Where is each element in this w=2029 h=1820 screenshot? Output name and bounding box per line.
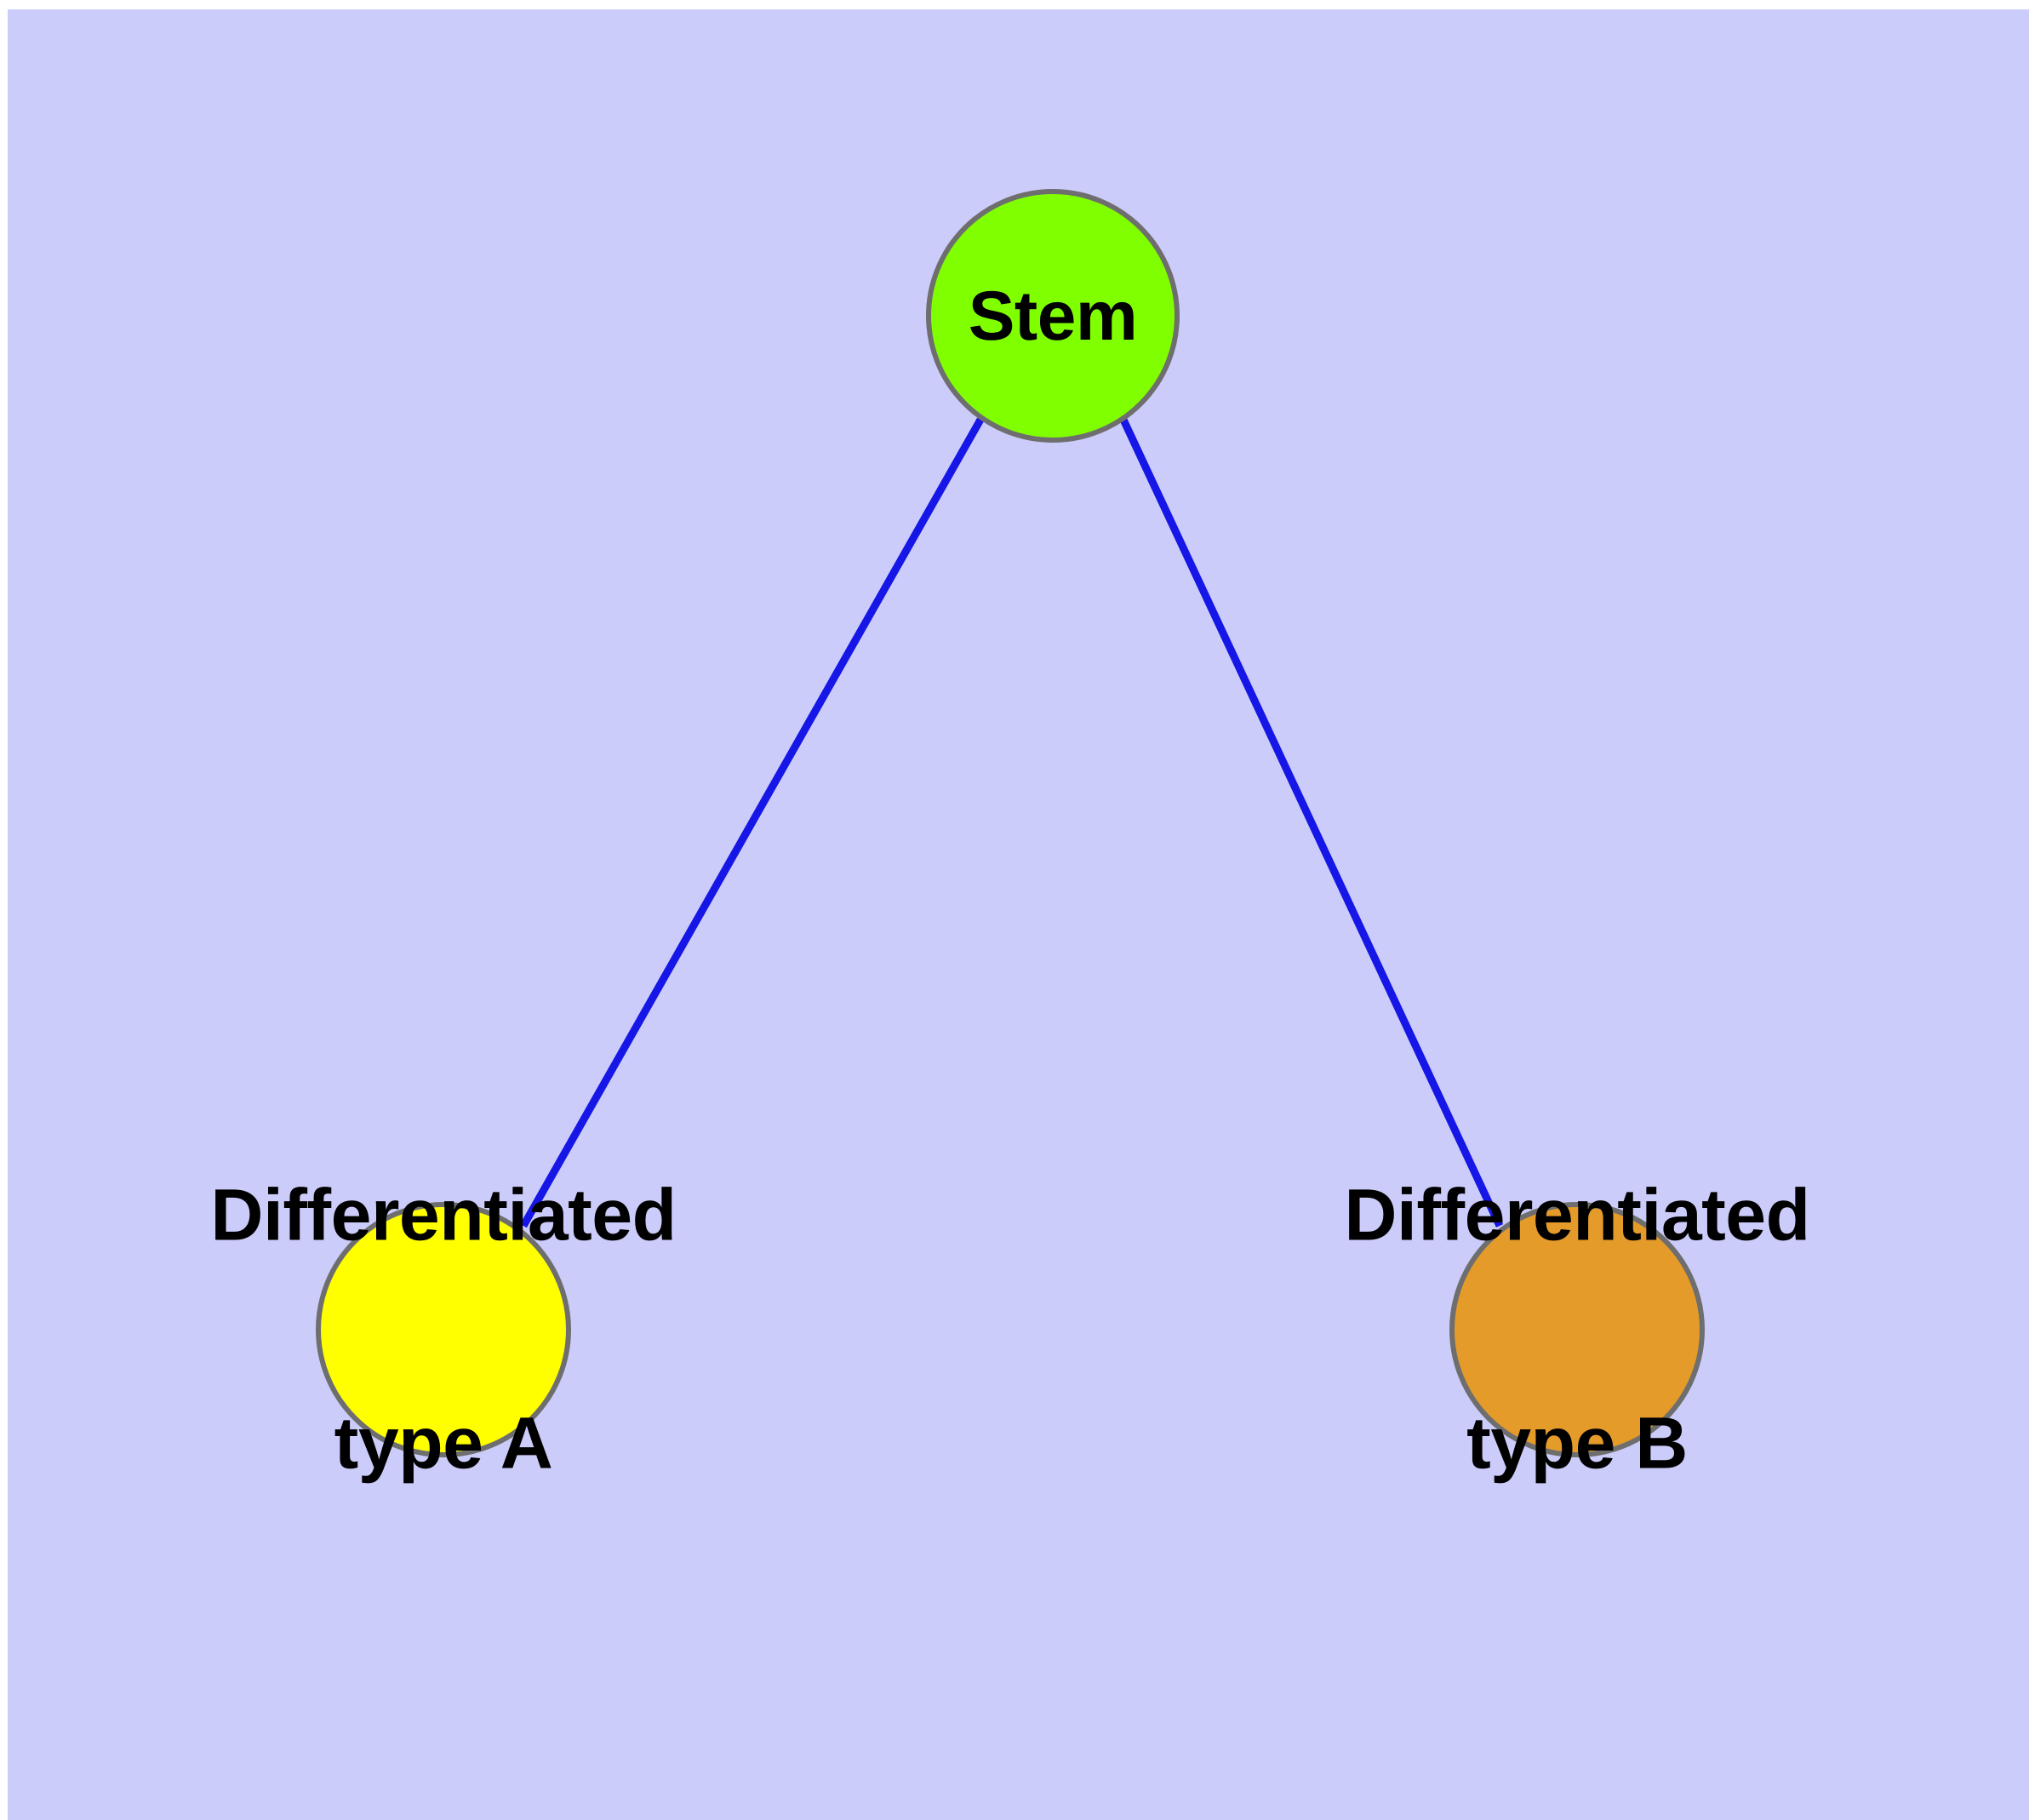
edge-stem-to-differentiated-a [520, 417, 984, 1228]
node-differentiated-type-a[interactable] [316, 1202, 571, 1457]
edge-stem-to-differentiated-b [1119, 418, 1504, 1228]
node-stem[interactable] [926, 189, 1180, 443]
node-differentiated-type-b[interactable] [1449, 1202, 1705, 1457]
